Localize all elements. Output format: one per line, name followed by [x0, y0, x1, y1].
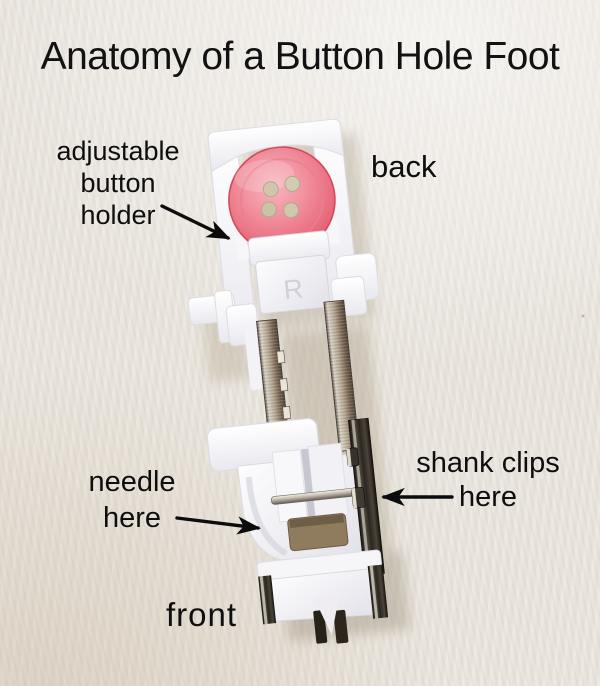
label-front: front [166, 596, 238, 633]
rail-tick [282, 405, 292, 420]
label-line: button [80, 168, 156, 198]
rail-tick [279, 378, 289, 392]
label-line: adjustable [56, 136, 180, 166]
label-line: here [102, 502, 162, 534]
label-needle-here: needle here [68, 464, 196, 536]
button-clamp-slider: R [225, 230, 368, 347]
button-hole [260, 201, 277, 218]
button-hole [284, 175, 301, 192]
arrow-adjustable-button-holder [160, 204, 231, 240]
button-hole [262, 181, 279, 198]
r-marking: R [282, 273, 305, 305]
pink-button [228, 146, 336, 254]
arrow-needle-here [175, 516, 261, 535]
annotation-arrows [160, 204, 454, 535]
buttonhole-foot: R [187, 118, 389, 644]
prongs [313, 594, 349, 644]
label-line: here [458, 481, 518, 513]
frame-corner [311, 216, 341, 246]
shank-clips [346, 417, 385, 576]
label-line: needle [88, 466, 176, 498]
page-title: Anatomy of a Button Hole Foot [40, 35, 560, 78]
label-adjustable-button-holder: adjustable button holder [40, 135, 196, 231]
label-line: shank clips [416, 447, 560, 479]
rail-tick [276, 350, 286, 364]
front-plate [258, 564, 389, 644]
frame-top-bar [207, 118, 345, 173]
label-shank-clips-here: shank clips here [404, 446, 572, 514]
label-back: back [371, 149, 437, 184]
needle-opening [287, 513, 349, 552]
button-hole [283, 202, 300, 219]
label-line: holder [80, 200, 156, 230]
front-foot [206, 417, 385, 582]
wall-speck [581, 314, 585, 318]
